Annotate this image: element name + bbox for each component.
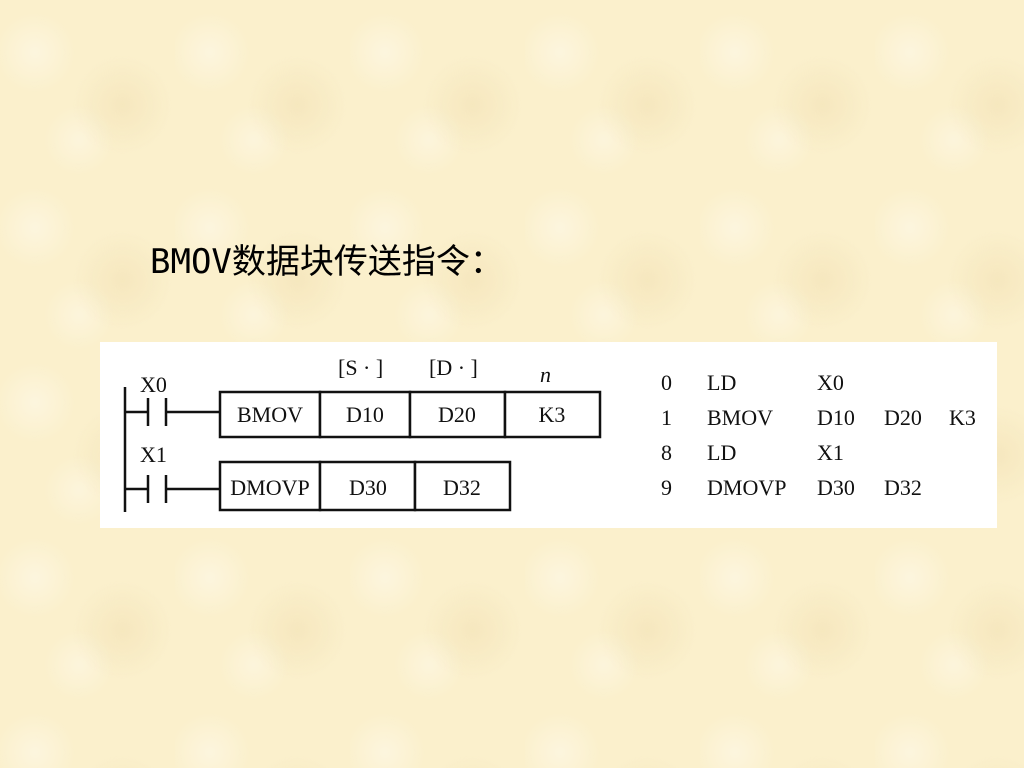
contact-label-x1: X1: [140, 442, 167, 467]
operand-header-n: n: [540, 362, 551, 387]
rung2-text-dmovp: DMOVP: [230, 475, 309, 500]
rung1-text-bmov: BMOV: [237, 402, 303, 427]
rung2-cell-d30: [318, 460, 417, 512]
arg-2-0: X1: [817, 440, 844, 465]
arg-1-2: K3: [949, 405, 976, 430]
operand-header-s: [S · ]: [338, 355, 383, 380]
op-1: BMOV: [707, 405, 773, 430]
rung2-text-d32: D32: [443, 475, 481, 500]
op-2: LD: [707, 440, 736, 465]
arg-3-0: D30: [817, 475, 855, 500]
step-3: 9: [661, 475, 672, 500]
rung1-text-d10: D10: [346, 402, 384, 427]
arg-0-0: X0: [817, 370, 844, 395]
rung2-text-d30: D30: [349, 475, 387, 500]
rung1-text-d20: D20: [438, 402, 476, 427]
arg-1-1: D20: [884, 405, 922, 430]
step-2: 8: [661, 440, 672, 465]
rung2-cell-d32: [413, 460, 512, 512]
ladder-diagram: X0 [S · ] [D · ] n BMOV D10 D20 K3 X1 DM…: [123, 355, 976, 512]
arg-1-0: D10: [817, 405, 855, 430]
rung1-cell-d20: [408, 390, 507, 439]
rung1-cell-k3: [503, 390, 602, 439]
instruction-list: 0 LD X0 1 BMOV D10 D20 K3 8 LD X1 9 DMOV…: [661, 370, 976, 500]
contact-label-x0: X0: [140, 372, 167, 397]
op-3: DMOVP: [707, 475, 786, 500]
rung1-text-k3: K3: [539, 402, 566, 427]
rung2-cell-dmovp: [218, 460, 322, 512]
ladder-diagram-panel: X0 [S · ] [D · ] n BMOV D10 D20 K3 X1 DM…: [100, 342, 997, 528]
step-1: 1: [661, 405, 672, 430]
arg-3-1: D32: [884, 475, 922, 500]
op-0: LD: [707, 370, 736, 395]
slide-title: BMOV数据块传送指令：: [150, 242, 504, 282]
operand-header-d: [D · ]: [429, 355, 478, 380]
step-0: 0: [661, 370, 672, 395]
